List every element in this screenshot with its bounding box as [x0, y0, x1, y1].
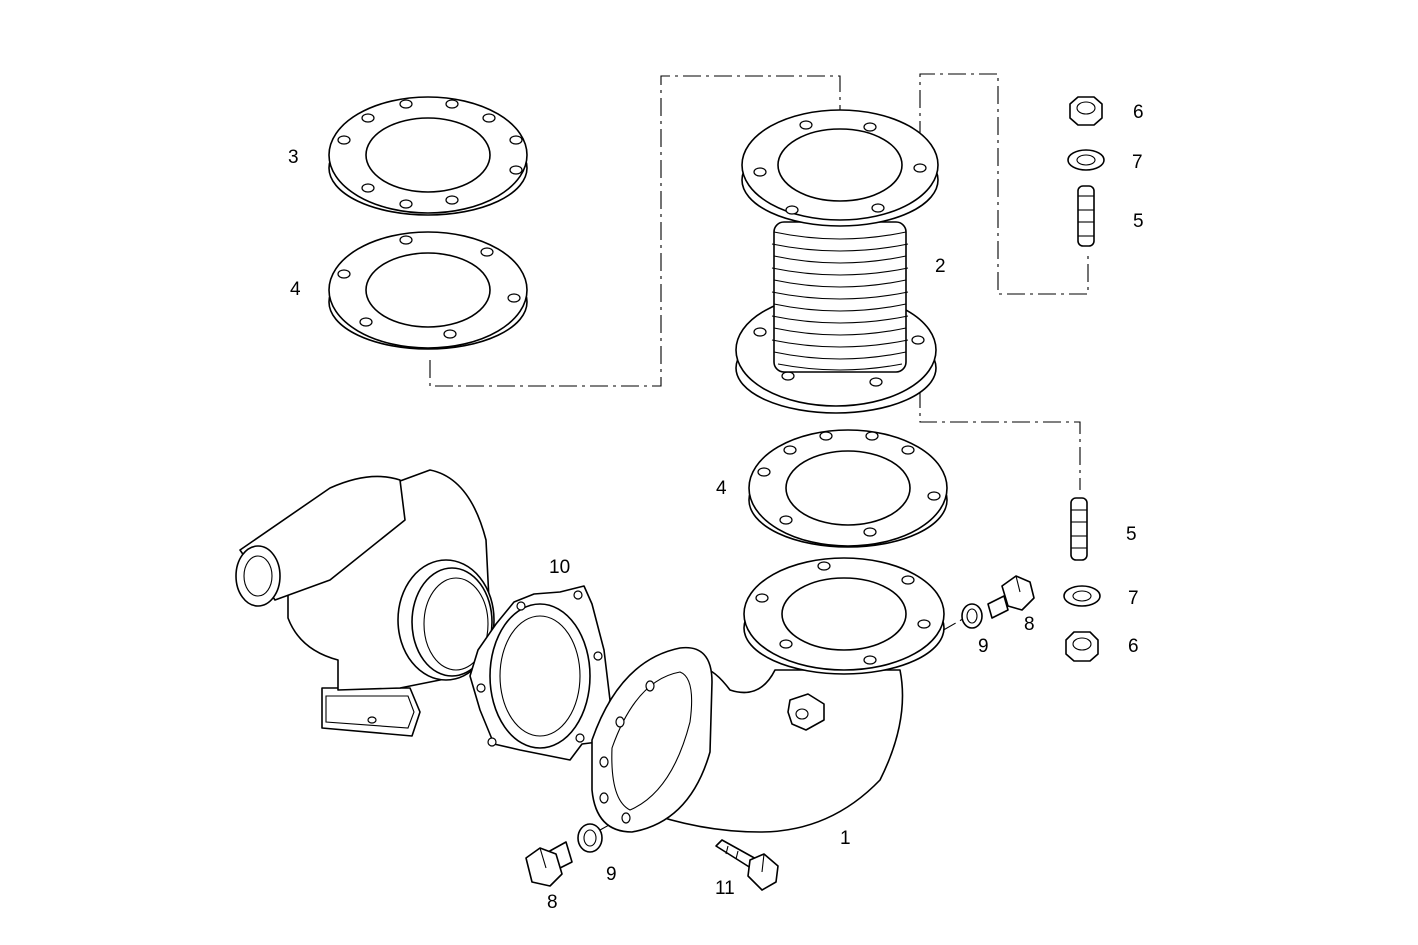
callout-5-upper: 5 [1133, 211, 1144, 232]
bolt-11 [715, 839, 779, 891]
callout-8-right: 8 [1024, 614, 1035, 635]
callout-11: 11 [715, 878, 735, 899]
nut-6-upper [1069, 96, 1103, 126]
gasket-4-upper [328, 231, 528, 350]
callout-9-right: 9 [978, 636, 989, 657]
stud-5-upper [1077, 185, 1095, 247]
callout-4-lower: 4 [716, 478, 727, 499]
plug-8-right [987, 575, 1035, 619]
elbow-pipe-1 [591, 557, 945, 833]
washer-7-lower [1063, 585, 1101, 607]
callout-9-lower: 9 [606, 864, 617, 885]
gasket-3 [328, 96, 528, 216]
stud-5-lower [1070, 497, 1088, 561]
callout-3: 3 [288, 147, 299, 168]
bellows-corrugations [771, 231, 909, 371]
callout-7-upper: 7 [1132, 152, 1143, 173]
callout-4-upper: 4 [290, 279, 301, 300]
turbo-gasket-10 [469, 585, 611, 761]
callout-5-lower: 5 [1126, 524, 1137, 545]
nut-6-lower [1065, 631, 1099, 662]
seal-ring-9-right [961, 603, 983, 629]
callout-8-lower: 8 [547, 892, 558, 913]
callout-2: 2 [935, 256, 946, 277]
gasket-4-lower [748, 429, 948, 548]
callout-1: 1 [840, 828, 851, 849]
turbocharger-housing [235, 469, 495, 737]
callout-labels: 1 2 3 4 4 5 5 6 6 7 7 8 8 9 9 10 11 [288, 102, 1144, 913]
callout-6-lower: 6 [1128, 636, 1139, 657]
washer-7-upper [1067, 149, 1105, 171]
expansion-bellows-2 [735, 109, 939, 414]
callout-6-upper: 6 [1133, 102, 1144, 123]
callout-7-lower: 7 [1128, 588, 1139, 609]
callout-10: 10 [549, 557, 570, 578]
plug-8-lower [525, 841, 573, 887]
seal-ring-9-lower [577, 823, 603, 853]
